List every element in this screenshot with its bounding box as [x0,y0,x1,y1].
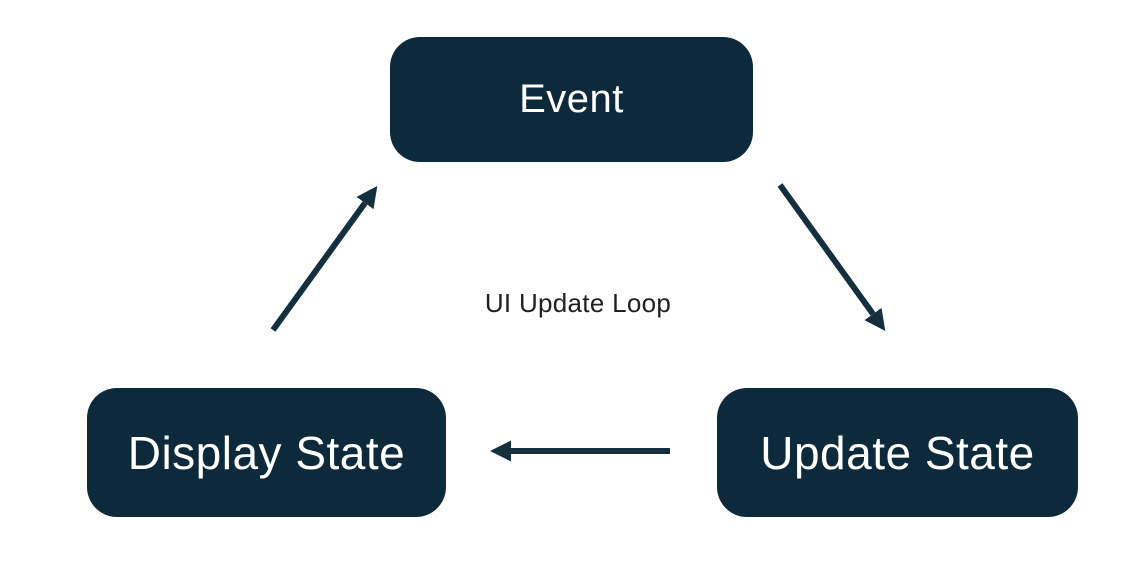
node-update-state: Update State [717,388,1078,517]
node-update-state-label: Update State [760,426,1035,479]
node-event: Event [390,37,753,162]
diagram-title: UI Update Loop [484,288,672,318]
node-display-state: Display State [87,388,446,517]
node-display-state-label: Display State [127,426,406,479]
arrow-event-to-update-state [777,183,886,332]
arrow-display-state-to-event [270,185,378,332]
node-event-label: Event [519,77,624,121]
